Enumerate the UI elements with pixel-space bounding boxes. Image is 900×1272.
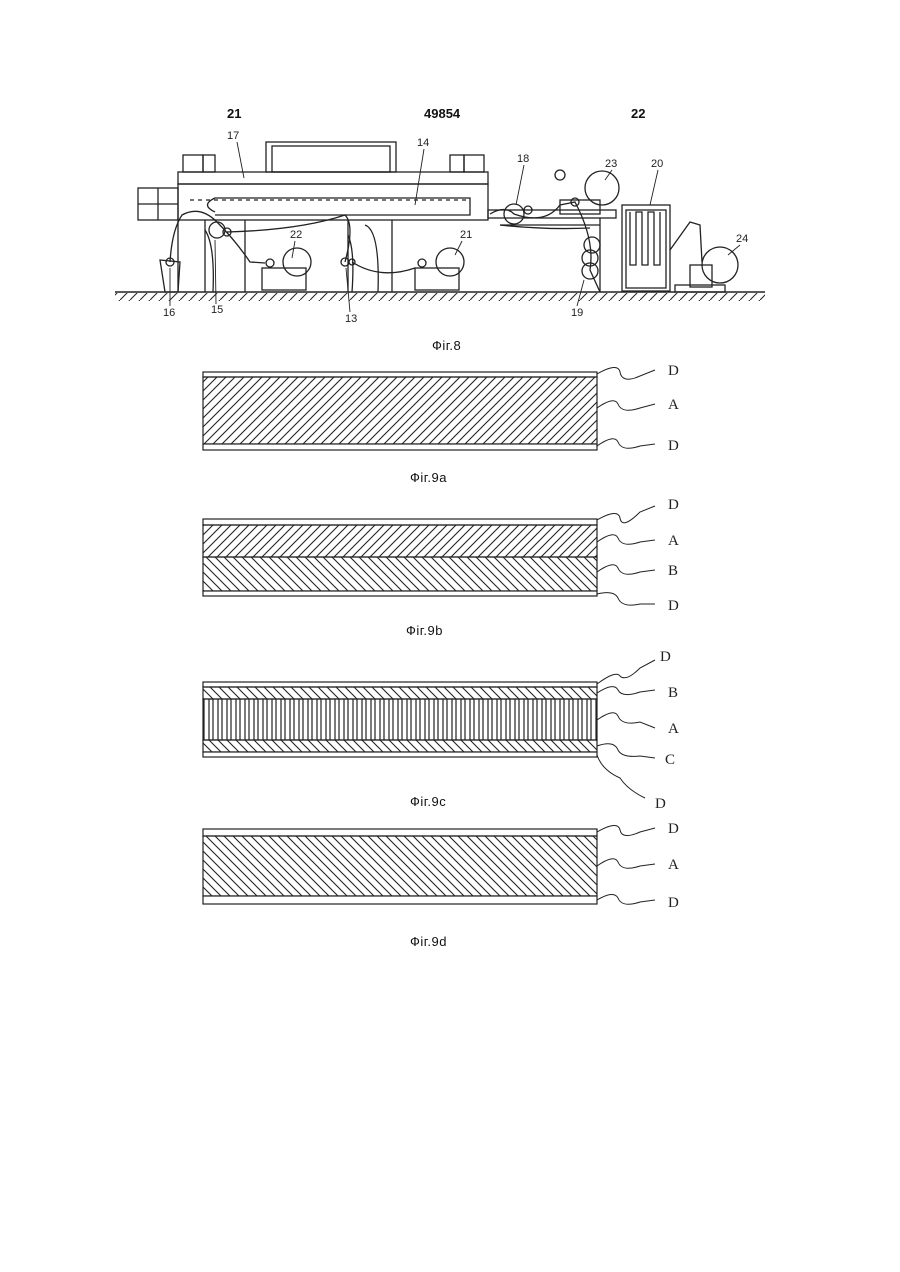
- fig9c-cross-section: [203, 682, 597, 757]
- ref-21: 21: [460, 229, 472, 241]
- fig8-machine-drawing: [115, 142, 765, 301]
- fig9c-label-D-bottom: D: [655, 796, 666, 812]
- fig9c-label-B: B: [668, 685, 678, 701]
- ref-19: 19: [571, 307, 583, 319]
- fig9c-label-D-top: D: [660, 649, 671, 665]
- ref-14: 14: [417, 137, 429, 149]
- fig9a-label-D-top: D: [668, 363, 679, 379]
- fig9d-label-D-top: D: [668, 821, 679, 837]
- ref-18: 18: [517, 153, 529, 165]
- ref-22: 22: [290, 229, 302, 241]
- ref-20: 20: [651, 158, 663, 170]
- fig9d-label-D-bottom: D: [668, 895, 679, 911]
- ref-16: 16: [163, 307, 175, 319]
- fig9d-layer-labels: D A D: [668, 821, 679, 911]
- fig9c-leaders: [597, 660, 655, 798]
- ref-23: 23: [605, 158, 617, 170]
- fig9d-cross-section: [203, 829, 597, 904]
- fig9d-caption: Фіг.9d: [410, 934, 447, 949]
- fig8-caption: Фіг.8: [432, 338, 461, 353]
- ref-24: 24: [736, 233, 748, 245]
- fig9d-leaders: [597, 825, 655, 904]
- fig9b-label-A: A: [668, 533, 679, 549]
- fig9b-caption: Фіг.9b: [406, 623, 443, 638]
- fig9c-caption: Фіг.9с: [410, 794, 446, 809]
- fig9b-label-D-bottom: D: [668, 598, 679, 614]
- fig9a-caption: Фіг.9а: [410, 470, 447, 485]
- fig9c-layer-labels: D B A C D: [655, 649, 679, 812]
- fig9a-layer-labels: D A D: [668, 363, 679, 454]
- ref-15: 15: [211, 304, 223, 316]
- fig9a-cross-section: [203, 372, 597, 450]
- fig9a-leaders: [597, 367, 655, 448]
- fig9b-label-D-top: D: [668, 497, 679, 513]
- fig9c-label-A: A: [668, 721, 679, 737]
- fig9a-label-A: A: [668, 397, 679, 413]
- ref-17: 17: [227, 130, 239, 142]
- fig9a-label-D-bottom: D: [668, 438, 679, 454]
- fig9c-label-C: C: [665, 752, 675, 768]
- ref-13: 13: [345, 313, 357, 325]
- fig9b-label-B: B: [668, 563, 678, 579]
- fig9b-cross-section: [203, 519, 597, 596]
- fig9d-label-A: A: [668, 857, 679, 873]
- fig9b-layer-labels: D A B D: [668, 497, 679, 614]
- fig9b-leaders: [597, 506, 655, 605]
